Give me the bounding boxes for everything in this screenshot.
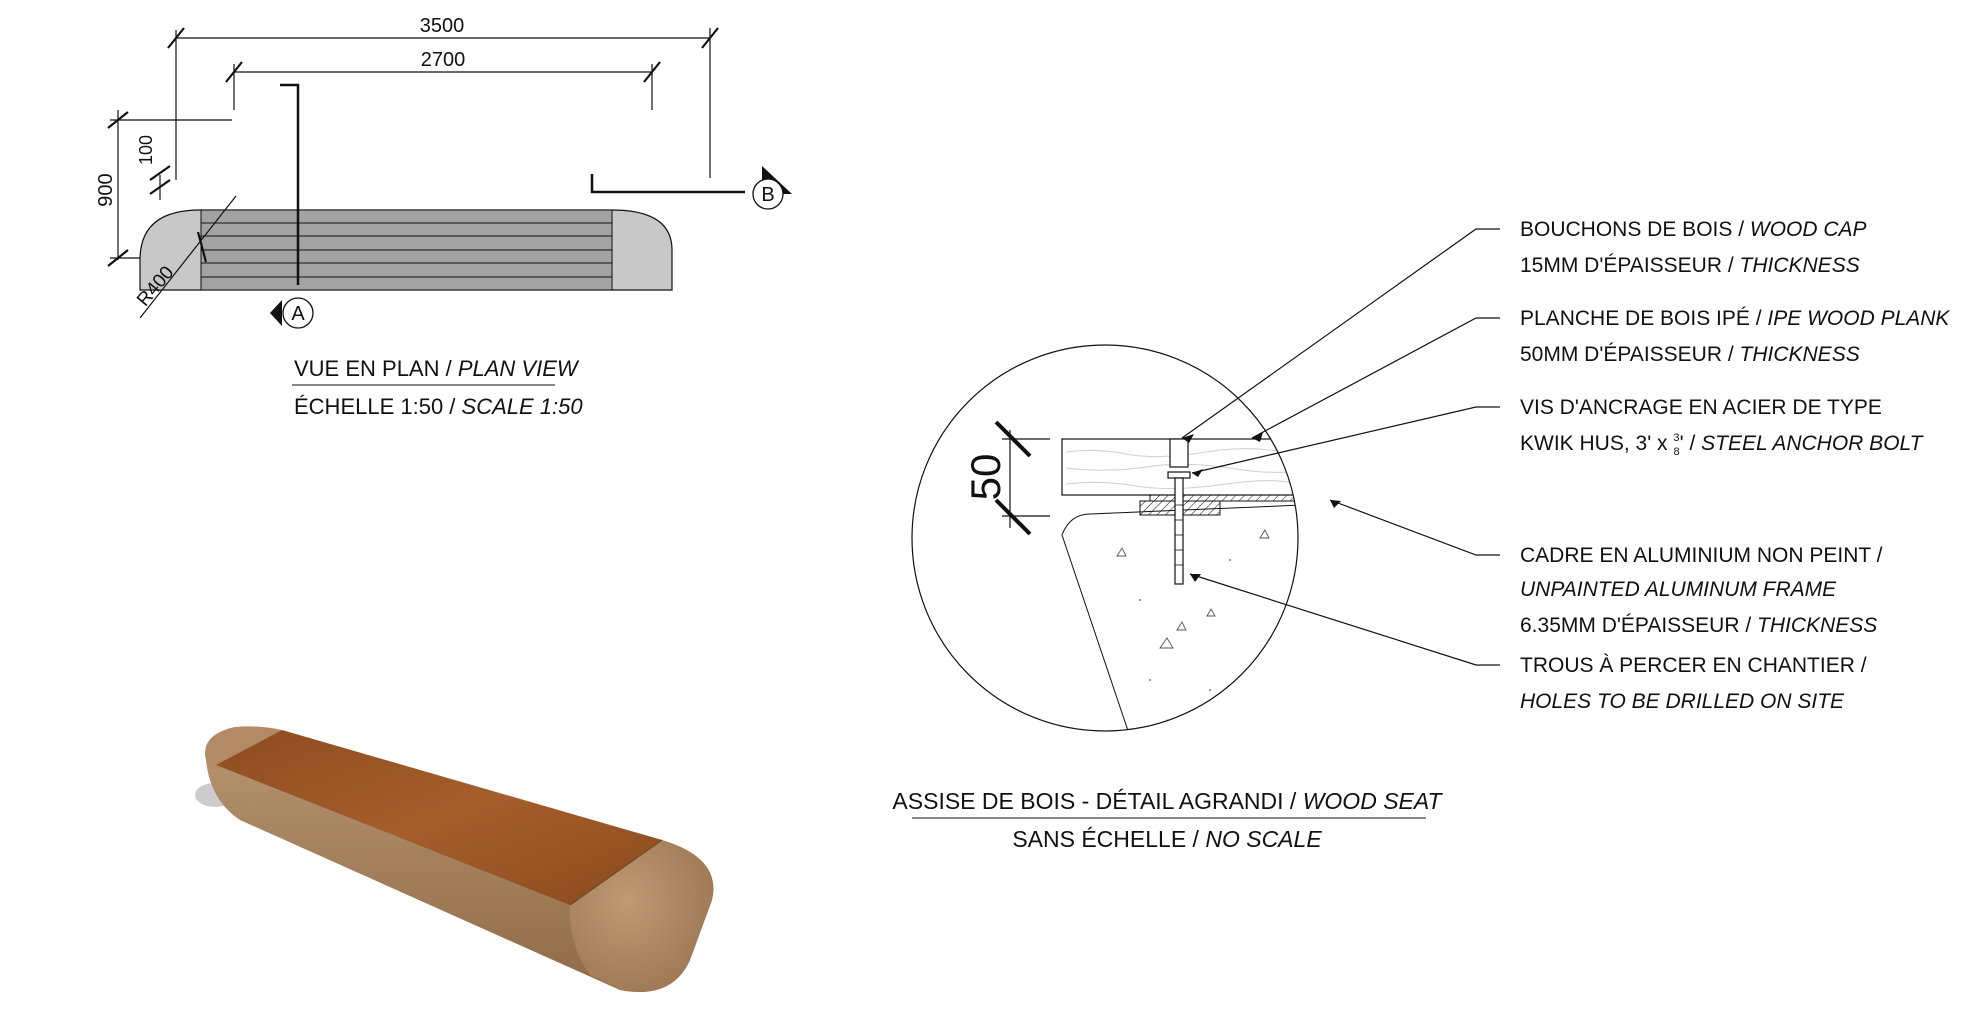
plan-title-en: PLAN VIEW — [458, 356, 580, 381]
plan-title-fr: VUE EN PLAN / — [294, 356, 458, 381]
callout-wood-cap-en: WOOD CAP — [1750, 218, 1867, 241]
callout-anchor-frac-den: 8 — [1674, 446, 1680, 458]
callout-anchor-line1: VIS D'ANCRAGE EN ACIER DE TYPE — [1520, 396, 1882, 419]
wood-grain — [1065, 448, 1298, 493]
dim-depth-label: 900 — [95, 173, 117, 206]
callout-anchor-line2: KWIK HUS, 3' x 3 8' / STEEL ANCHOR BOLT — [1520, 432, 1925, 458]
plan-title: VUE EN PLAN / PLAN VIEW — [294, 356, 580, 381]
dimension-inner — [225, 61, 661, 110]
detail-anchor-shank — [1174, 477, 1184, 585]
dim-overall-label: 3500 — [420, 15, 465, 37]
plan-view: 3500 2700 900 100 — [95, 15, 792, 419]
bench-3d-render — [195, 726, 714, 992]
detail-scale-fr: SANS ÉCHELLE / — [1012, 826, 1205, 852]
callout-frame-thk-fr: 6.35MM D'ÉPAISSEUR / — [1520, 614, 1757, 637]
detail-title-en: WOOD SEAT — [1303, 788, 1444, 814]
detail-wood-plank — [1061, 438, 1298, 496]
detail-aluminum-frame — [1149, 494, 1298, 502]
callout-frame-line3: 6.35MM D'ÉPAISSEUR / THICKNESS — [1520, 614, 1877, 637]
plan-scale: ÉCHELLE 1:50 / SCALE 1:50 — [294, 394, 583, 419]
bench-left-end — [205, 726, 282, 770]
callout-frame-line1: CADRE EN ALUMINIUM NON PEINT / — [1520, 544, 1883, 567]
callout-anchor-size: KWIK HUS, 3' x — [1520, 432, 1673, 455]
callout-wood-cap-line1: BOUCHONS DE BOIS / WOOD CAP — [1520, 218, 1867, 241]
callout-holes-line2: HOLES TO BE DRILLED ON SITE — [1520, 690, 1845, 713]
dim-inner-label: 2700 — [421, 49, 466, 71]
detail-title: ASSISE DE BOIS - DÉTAIL AGRANDI / WOOD S… — [892, 788, 1443, 814]
callout-plank-fr: PLANCHE DE BOIS IPÉ / — [1520, 307, 1767, 330]
callout-plank-line1: PLANCHE DE BOIS IPÉ / IPE WOOD PLANK — [1520, 307, 1950, 330]
bench-right-end — [569, 840, 714, 992]
callout-frame-line2: UNPAINTED ALUMINUM FRAME — [1520, 578, 1837, 601]
dim-thickness-label: 50 — [962, 454, 1009, 501]
detail-circle — [911, 344, 1299, 732]
callout-wood-cap-line2: 15MM D'ÉPAISSEUR / THICKNESS — [1520, 254, 1860, 277]
radius-leader — [139, 195, 237, 319]
detail-scale: SANS ÉCHELLE / NO SCALE — [1012, 826, 1322, 852]
bench-right-end-edge — [569, 839, 663, 906]
dimension-overall — [167, 27, 719, 180]
dim-small-label: 100 — [136, 135, 156, 165]
callout-anchor-en: STEEL ANCHOR BOLT — [1701, 432, 1925, 455]
callout-plank-thk-en: THICKNESS — [1740, 343, 1860, 366]
bench-wood-top — [216, 730, 662, 905]
section-a-arrow — [270, 300, 282, 326]
callout-plank-thk-fr: 50MM D'ÉPAISSEUR / — [1520, 343, 1740, 366]
section-cut-a — [280, 83, 300, 285]
detail-concrete — [1061, 499, 1298, 731]
anchor-threads — [1175, 504, 1183, 566]
section-b-label: B — [761, 184, 774, 206]
callout-wood-cap-fr: BOUCHONS DE BOIS / — [1520, 218, 1750, 241]
callout-anchor-tail: ' / — [1680, 432, 1702, 455]
concrete-dots — [1139, 559, 1251, 721]
detail-wood-cap — [1169, 438, 1189, 468]
callout-plank-en: IPE WOOD PLANK — [1767, 307, 1950, 330]
section-cut-b — [590, 174, 745, 194]
dimension-thickness — [994, 420, 1050, 536]
callout-plank-line2: 50MM D'ÉPAISSEUR / THICKNESS — [1520, 343, 1860, 366]
dimension-small — [149, 165, 171, 200]
callout-anchor-frac-num: 3 — [1673, 432, 1679, 444]
wood-seat-detail: 50 BOUCHONS DE BOIS / WOOD CAP 15MM D'ÉP… — [892, 218, 1950, 852]
callout-wood-cap-thk-fr: 15MM D'ÉPAISSEUR / — [1520, 254, 1740, 277]
leader-arrowheads — [1182, 432, 1341, 582]
section-b-marker — [752, 178, 784, 210]
plan-scale-fr: ÉCHELLE 1:50 / — [294, 394, 462, 419]
callout-labels: BOUCHONS DE BOIS / WOOD CAP 15MM D'ÉPAIS… — [1520, 218, 1950, 713]
callout-wood-cap-thk-en: THICKNESS — [1740, 254, 1860, 277]
plan-scale-en: SCALE 1:50 — [462, 394, 584, 419]
callout-holes-line1: TROUS À PERCER EN CHANTIER / — [1520, 654, 1867, 677]
callout-frame-thk-en: THICKNESS — [1757, 614, 1877, 637]
detail-anchor-head — [1167, 471, 1191, 479]
detail-scale-en: NO SCALE — [1205, 826, 1322, 852]
leader-lines — [1181, 228, 1500, 666]
section-a-label: A — [291, 303, 305, 325]
plank-lines — [201, 222, 612, 278]
section-a-marker — [282, 297, 314, 329]
detail-title-fr: ASSISE DE BOIS - DÉTAIL AGRANDI / — [892, 788, 1302, 814]
